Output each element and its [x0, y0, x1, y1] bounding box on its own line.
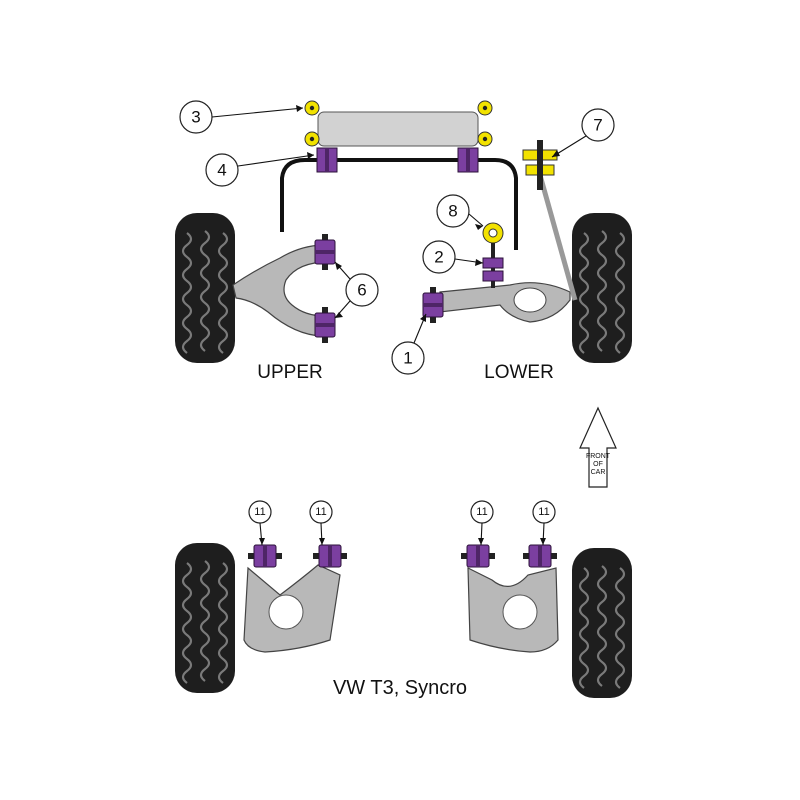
callout-3-label: 3 [191, 108, 200, 127]
callout-11-d: 11 [532, 500, 556, 546]
rear-right-trailing-arm [460, 544, 559, 653]
lower-wishbone [422, 282, 571, 324]
callout-6-label: 6 [357, 281, 366, 300]
front-text-line1: FRONT [586, 453, 611, 460]
rear-right-tyre [570, 546, 634, 700]
front-text-line3: CAR [591, 469, 606, 476]
radius-rod [522, 140, 578, 301]
drop-link-bush [482, 222, 504, 288]
callout-7-label: 7 [593, 116, 602, 135]
rear-left-tyre [173, 541, 237, 695]
callout-7: 7 [551, 108, 615, 158]
callout-2: 2 [422, 240, 484, 274]
callout-8-label: 8 [448, 202, 457, 221]
lower-label: LOWER [484, 362, 554, 383]
anti-roll-bar [280, 147, 518, 250]
callout-11-a-label: 11 [254, 506, 265, 518]
model-label: VW T3, Syncro [333, 677, 467, 699]
upper-label: UPPER [257, 362, 322, 383]
callout-1: 1 [391, 313, 427, 375]
up-arrow-icon [579, 406, 617, 488]
callout-11-b-label: 11 [315, 506, 326, 518]
callout-6: 6 [334, 261, 379, 319]
front-left-tyre [173, 211, 237, 365]
callout-4: 4 [205, 152, 315, 187]
front-text-line2: OF [593, 461, 603, 468]
callout-11-d-label: 11 [538, 506, 549, 518]
front-of-car-arrow: FRONT OF CAR [579, 406, 617, 488]
callout-1-label: 1 [403, 349, 412, 368]
front-right-tyre [570, 211, 634, 365]
callout-11-c: 11 [470, 500, 494, 546]
callout-11-c-label: 11 [476, 506, 487, 518]
callout-11-a: 11 [248, 500, 272, 546]
rear-left-trailing-arm [243, 544, 348, 653]
callout-11-b: 11 [309, 500, 333, 546]
callout-2-label: 2 [434, 248, 443, 267]
callout-4-label: 4 [217, 161, 226, 180]
tie-bar [304, 100, 493, 147]
callout-8: 8 [436, 194, 484, 230]
callout-3: 3 [179, 100, 304, 134]
upper-wishbone [232, 233, 336, 344]
